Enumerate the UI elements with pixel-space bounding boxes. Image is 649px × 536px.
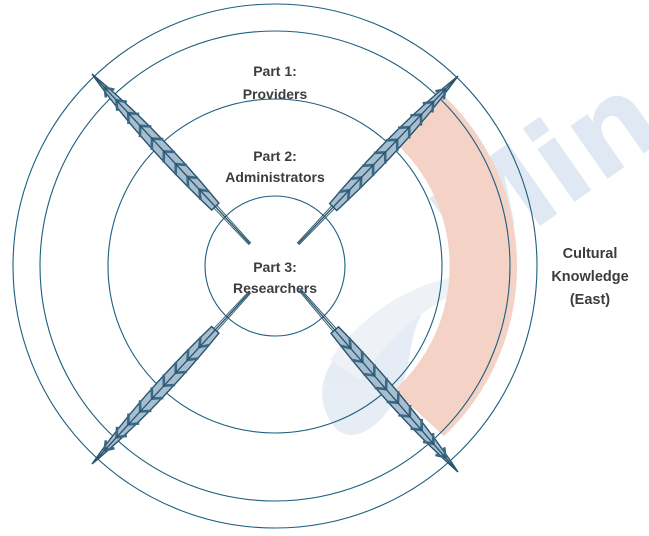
side-label: Cultural Knowledge (East) <box>551 246 628 308</box>
feather-nw-icon <box>91 73 252 246</box>
ring-part-2 <box>107 98 443 434</box>
part-2-title: Part 2: <box>253 148 297 164</box>
ring-part-3 <box>204 195 346 337</box>
ring-part-1 <box>39 30 511 502</box>
east-sector <box>394 95 518 437</box>
outer-ring <box>12 3 538 529</box>
part-3-label: Part 3: Researchers <box>233 259 317 296</box>
part-2-name: Administrators <box>225 169 325 185</box>
part-1-label: Part 1: Providers <box>243 63 308 102</box>
side-label-line-3: (East) <box>570 292 610 308</box>
part-1-name: Providers <box>243 86 308 102</box>
feather-se-icon <box>298 288 459 473</box>
side-label-line-2: Knowledge <box>551 269 628 285</box>
part-3-title: Part 3: <box>253 259 297 275</box>
feathers <box>91 73 459 473</box>
watermark-leaf-icon <box>330 274 500 380</box>
side-label-line-1: Cultural <box>563 246 618 262</box>
part-1-title: Part 1: <box>253 63 297 79</box>
feather-ne-icon <box>296 75 459 246</box>
feather-sw-icon <box>91 290 252 465</box>
part-3-name: Researchers <box>233 280 317 296</box>
part-2-label: Part 2: Administrators <box>225 148 325 185</box>
